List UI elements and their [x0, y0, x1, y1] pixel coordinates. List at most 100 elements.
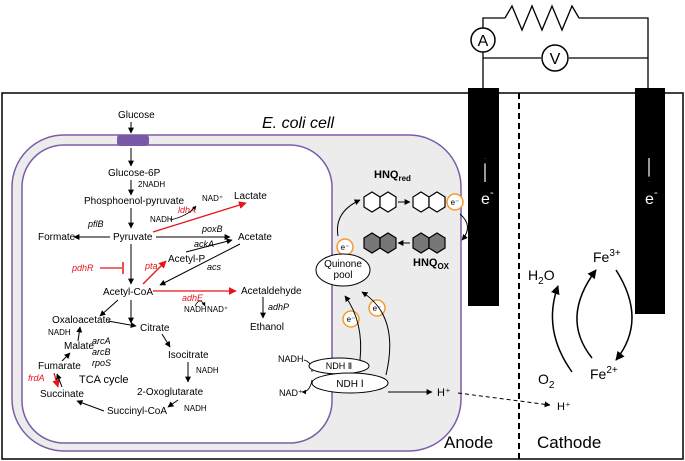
- arrow-nadh-lactate: [169, 205, 197, 221]
- citrate: Citrate: [140, 323, 170, 334]
- arrow-ndh-nad: [301, 379, 313, 395]
- pflB-label: pflB: [87, 219, 104, 229]
- arrow-isocitrate: [161, 333, 171, 348]
- svg-text:e⁻: e⁻: [451, 198, 460, 207]
- tca-cycle-label: TCA cycle: [79, 374, 129, 386]
- ackA-label: ackA: [194, 239, 214, 249]
- oxoglutarate: 2-Oxoglutarate: [137, 387, 204, 398]
- arrow-hnq-reoxidize: [459, 213, 468, 241]
- pta-label: pta: [144, 261, 158, 271]
- arrow-fe2-to-fe3: [576, 269, 597, 359]
- acetyl-coa: Acetyl-CoA: [103, 287, 153, 298]
- svg-text:A: A: [478, 33, 489, 50]
- nad-plus-lactate: NAD⁺: [202, 194, 223, 203]
- cathode-electron-label: e: [645, 191, 654, 208]
- svg-text:NDH Ⅰ: NDH Ⅰ: [336, 379, 363, 390]
- cathode-electrode: [635, 88, 665, 314]
- nadh-isocitrate: NADH: [196, 366, 219, 375]
- nad-plus-ndh: NAD⁺: [279, 388, 303, 398]
- pep: Phosphoenol-pyruvate: [84, 196, 185, 207]
- pdhR-label: pdhR: [71, 263, 94, 273]
- svg-text:e⁻: e⁻: [373, 304, 382, 313]
- arrow-ndh1-to-pool: [361, 291, 391, 376]
- arrow-succinyl-coa: [167, 399, 179, 408]
- arrow-fumarate-malate: [61, 352, 71, 362]
- arrow-ndh2-to-pool: [344, 295, 362, 361]
- oxaloacetate: Oxaloacetate: [52, 315, 111, 326]
- acetate: Acetate: [238, 232, 272, 243]
- pyruvate: Pyruvate: [113, 232, 153, 243]
- ndh2-complex: NDH Ⅱ: [308, 357, 370, 375]
- glucose-outer: Glucose: [118, 110, 155, 121]
- arrow-pool-to-hnq: [336, 199, 361, 237]
- glucose-6p: Glucose-6P: [108, 168, 161, 179]
- arrow-succinate-fumarate: [56, 373, 63, 388]
- adhP-label: adhP: [268, 302, 289, 312]
- arrow-succinate: [76, 400, 105, 412]
- chamber-outline: [1, 92, 684, 460]
- arcB-label: arcB: [92, 347, 111, 357]
- external-circuit: [482, 4, 649, 93]
- ldhA-label: ldhA: [178, 205, 196, 215]
- nadh-ndh: NADH: [278, 354, 304, 364]
- arrow-lactate: [152, 201, 247, 233]
- cathode-electron-minus: -: [654, 187, 658, 199]
- svg-text:Quinone: Quinone: [324, 259, 362, 270]
- arrow-frdA: [52, 372, 60, 388]
- arrow-ackA: [185, 238, 233, 253]
- anode-electron-label: e: [481, 191, 490, 208]
- fe2-label: Fe2+: [590, 365, 618, 382]
- nadh-succinyl: NADH: [184, 404, 207, 413]
- nadh-malate: NADH: [48, 328, 71, 337]
- svg-text:e⁻: e⁻: [341, 243, 350, 252]
- h-plus-anode: H⁺: [437, 387, 451, 399]
- ecoli-cell: [11, 134, 462, 452]
- ndh1-complex: NDH Ⅰ: [311, 372, 389, 394]
- ethanol: Ethanol: [250, 322, 284, 333]
- glucose-transporter: [117, 135, 149, 146]
- nadh-adhE: NADH: [184, 305, 207, 314]
- hnq-ox-label: HNQOX: [413, 257, 450, 271]
- arrow-oxaloacetate-link: [99, 299, 119, 317]
- anode-electrode: [468, 88, 499, 306]
- succinyl-coa: Succinyl-CoA: [107, 406, 167, 417]
- electron-pool-to-hnq: e⁻: [336, 238, 354, 256]
- arrow-acs: [159, 243, 241, 286]
- fe3-label: Fe3+: [593, 248, 621, 265]
- nadh-lactate: NADH: [150, 215, 173, 224]
- voltmeter: V: [541, 44, 569, 72]
- o2-label: O2: [538, 371, 555, 391]
- hnq-ox-molecule: [412, 232, 446, 254]
- arrow-oxa-citrate: [107, 320, 137, 329]
- ammeter: A: [470, 27, 496, 53]
- hnq-red-molecule: [363, 191, 397, 213]
- fumarate: Fumarate: [38, 361, 81, 372]
- h2o-label: H2O: [528, 267, 555, 287]
- anode-electron-minus: -: [490, 187, 494, 199]
- hnq-ox-reduced-molecule: [363, 232, 397, 254]
- cathode-label: Cathode: [537, 433, 601, 452]
- cell-title: E. coli cell: [262, 115, 334, 132]
- rpoS-label: rpoS: [92, 358, 111, 368]
- arrow-acetyl-p: [142, 260, 167, 285]
- svg-text:V: V: [550, 51, 561, 68]
- formate: Formate: [38, 232, 76, 243]
- anode-label: Anode: [444, 433, 493, 452]
- nadh-2: 2NADH: [138, 180, 165, 189]
- arcA-label: arcA: [92, 336, 111, 346]
- arrow-proton-cross: [457, 392, 551, 408]
- arrow-o2-to-h2o: [551, 285, 573, 373]
- hnq-red-label: HNQred: [374, 169, 411, 183]
- h-plus-cathode: H⁺: [557, 401, 571, 413]
- nad-plus-adhE: NAD⁺: [207, 305, 228, 314]
- lactate: Lactate: [234, 191, 267, 202]
- arrow-fe3-to-fe2: [615, 269, 633, 361]
- succinate: Succinate: [40, 389, 84, 400]
- acs-label: acs: [207, 262, 222, 272]
- svg-text:pool: pool: [334, 270, 353, 281]
- adhE-label: adhE: [182, 293, 204, 303]
- frdA-label: frdA: [28, 373, 45, 383]
- malate: Malate: [64, 341, 94, 352]
- svg-text:e⁻: e⁻: [347, 315, 356, 324]
